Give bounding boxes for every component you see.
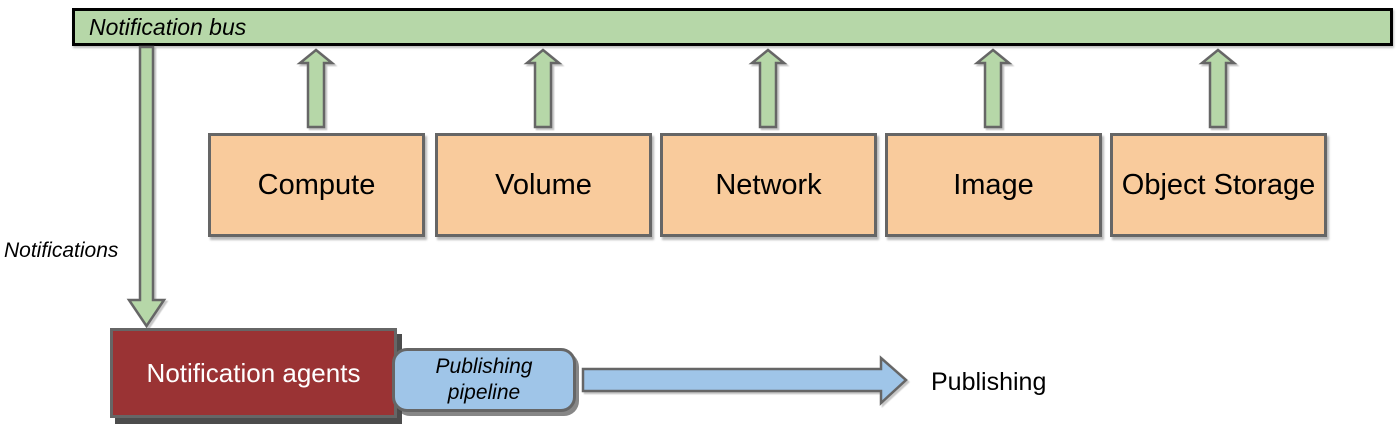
down-arrow-notifications — [126, 45, 167, 329]
notification-agents-label: Notification agents — [146, 357, 361, 388]
service-box-image: Image — [885, 133, 1102, 237]
service-box-network: Network — [660, 133, 877, 237]
notification-bus-label: Notification bus — [89, 13, 247, 40]
publishing-pipeline-label: Publishing pipeline — [435, 354, 533, 404]
up-arrow-network — [748, 48, 788, 129]
publishing-label: Publishing — [931, 368, 1047, 396]
notification-bus: Notification bus — [72, 8, 1393, 46]
service-label: Image — [953, 168, 1034, 201]
up-arrow-image — [973, 48, 1013, 129]
service-box-object-storage: Object Storage — [1110, 133, 1327, 237]
service-label: Object Storage — [1121, 168, 1316, 201]
service-box-compute: Compute — [208, 133, 425, 237]
service-label: Volume — [495, 168, 592, 201]
publishing-pipeline-box: Publishing pipeline — [392, 348, 576, 412]
service-label: Compute — [257, 168, 376, 201]
up-arrow-compute — [296, 48, 336, 129]
up-arrow-volume — [523, 48, 563, 129]
notifications-label: Notifications — [4, 239, 119, 262]
up-arrow-object-storage — [1198, 48, 1238, 129]
notification-agents-box: Notification agents — [110, 328, 397, 418]
service-label: Network — [715, 168, 822, 201]
service-box-volume: Volume — [435, 133, 652, 237]
right-arrow-publishing — [581, 355, 908, 406]
